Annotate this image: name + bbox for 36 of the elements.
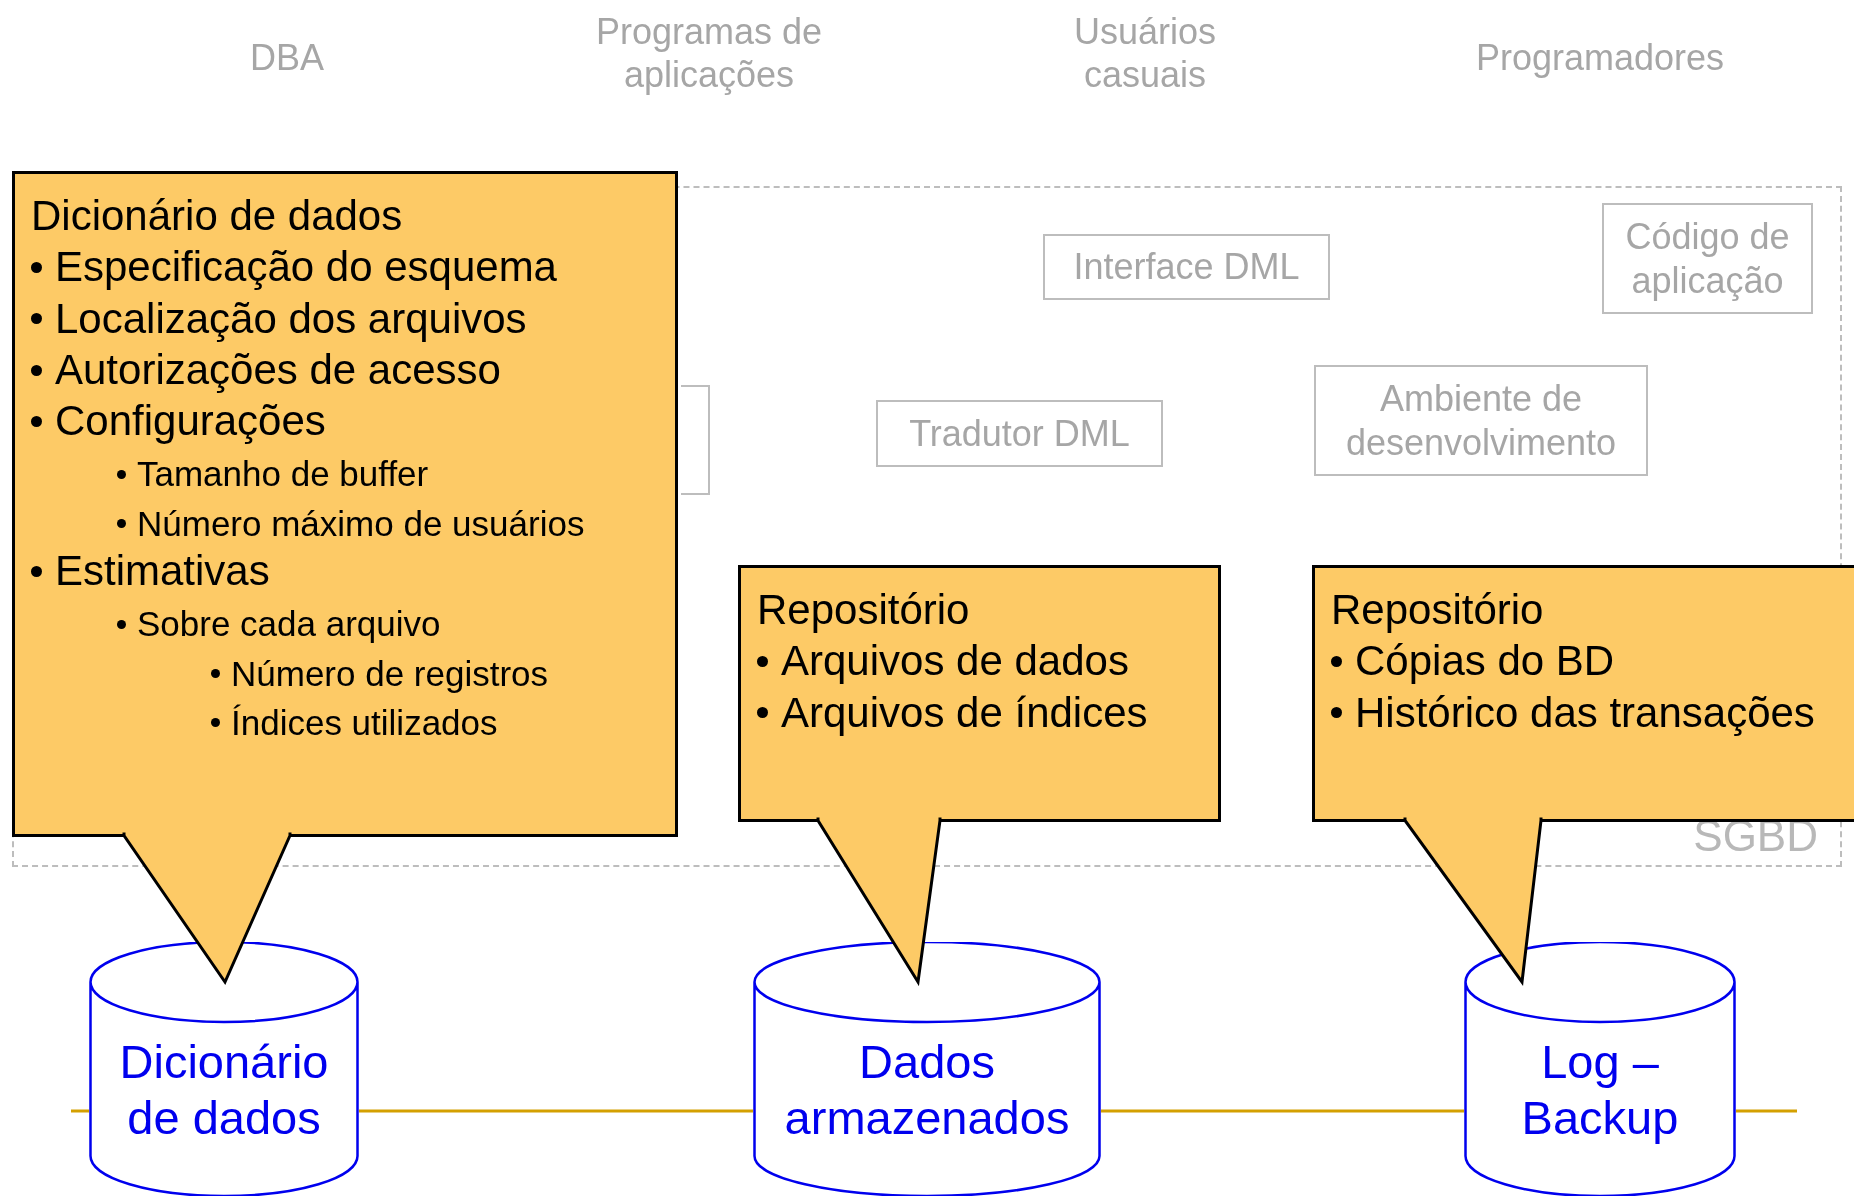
actor-label: Programadores xyxy=(1474,35,1726,79)
actor-label: Usuários casuais xyxy=(1072,10,1218,97)
process-box: Interface DML xyxy=(1043,234,1330,300)
list-item: Sobre cada arquivo xyxy=(137,604,441,645)
list-item: Índices utilizados xyxy=(231,702,498,744)
cylinder-label: Dados armazenados xyxy=(783,1034,1071,1147)
callout-pointer xyxy=(816,816,942,987)
callout-pointer xyxy=(122,831,292,986)
connector-line xyxy=(1101,1109,1464,1113)
process-box xyxy=(681,385,710,495)
list-item: Autorizações de acesso xyxy=(55,345,501,395)
list-item: Estimativas xyxy=(55,547,270,596)
list-item: Cópias do BD xyxy=(1355,637,1615,686)
list-item: Tamanho de buffer xyxy=(137,454,429,495)
list-item: Número de registros xyxy=(231,653,549,694)
list-item: Localização dos arquivos xyxy=(55,294,527,343)
process-box: Tradutor DML xyxy=(876,400,1163,467)
connector-line xyxy=(1736,1109,1797,1113)
list-item: Arquivos de índices xyxy=(781,688,1148,737)
connector-line xyxy=(71,1109,89,1113)
callout-heading: Dicionário de dados xyxy=(31,192,403,241)
callout-pointer xyxy=(1403,816,1543,986)
actor-label: DBA xyxy=(249,35,325,79)
callout-heading: Repositório xyxy=(1331,586,1544,635)
actor-label: Programas de aplicações xyxy=(594,10,824,97)
list-item: Número máximo de usuários xyxy=(137,503,585,544)
process-box: Ambiente de desenvolvimento xyxy=(1314,365,1648,476)
list-item: Arquivos de dados xyxy=(781,637,1129,686)
callout-heading: Repositório xyxy=(757,586,970,635)
cylinder-label: Log – Backup xyxy=(1520,1034,1680,1147)
cylinder-label: Dicionário de dados xyxy=(118,1034,330,1147)
process-box: Código de aplicação xyxy=(1602,203,1813,314)
list-item: Histórico das transações xyxy=(1355,688,1815,737)
connector-line xyxy=(359,1109,753,1113)
list-item: Configurações xyxy=(55,397,326,446)
list-item: Especificação do esquema xyxy=(55,243,557,292)
